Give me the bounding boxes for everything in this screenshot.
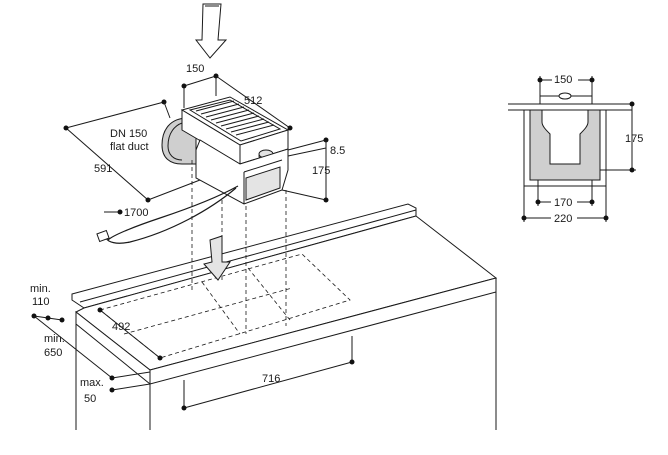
dim-thickness: 8.5 xyxy=(330,145,345,157)
worktop xyxy=(71,203,498,430)
dim-cutout-depth: 492 xyxy=(112,321,130,333)
cable-plug xyxy=(96,229,110,243)
dim-top-width: 150 xyxy=(186,63,204,75)
insertion-arrow-worktop xyxy=(203,235,231,281)
side-section: 150 175 170 220 xyxy=(508,73,643,225)
dim-duct-length: 591 xyxy=(94,163,112,175)
dim-side-height: 175 xyxy=(625,133,643,145)
dim-min-edge-2: 110 xyxy=(32,296,50,308)
dim-max-overhang-1: max. xyxy=(80,377,104,389)
label-duct-line1: DN 150 xyxy=(110,128,147,140)
dimensions-unit: 150 512 591 DN 150 flat duct 8.5 175 170… xyxy=(63,63,345,219)
dim-length: 512 xyxy=(244,95,262,107)
dimensions-worktop: min. 110 492 min. 650 max. 50 716 xyxy=(30,283,355,411)
power-cable xyxy=(107,185,239,241)
dim-cable-length: 1700 xyxy=(124,207,148,219)
dim-max-overhang-2: 50 xyxy=(84,393,96,405)
insertion-arrow-top xyxy=(194,3,228,59)
dim-height: 175 xyxy=(312,165,330,177)
u-profile xyxy=(529,109,601,181)
dim-cutout-width: 716 xyxy=(262,373,280,385)
dim-side-inner: 170 xyxy=(554,197,572,209)
label-duct-line2: flat duct xyxy=(110,141,149,153)
dim-side-top: 150 xyxy=(554,74,572,86)
dim-min-depth-2: 650 xyxy=(44,347,62,359)
dim-min-edge-1: min. xyxy=(30,283,51,295)
dim-min-depth-1: min. xyxy=(44,333,65,345)
grille-slots xyxy=(195,100,275,136)
dim-side-outer: 220 xyxy=(554,213,572,225)
downdraft-unit xyxy=(96,96,290,244)
